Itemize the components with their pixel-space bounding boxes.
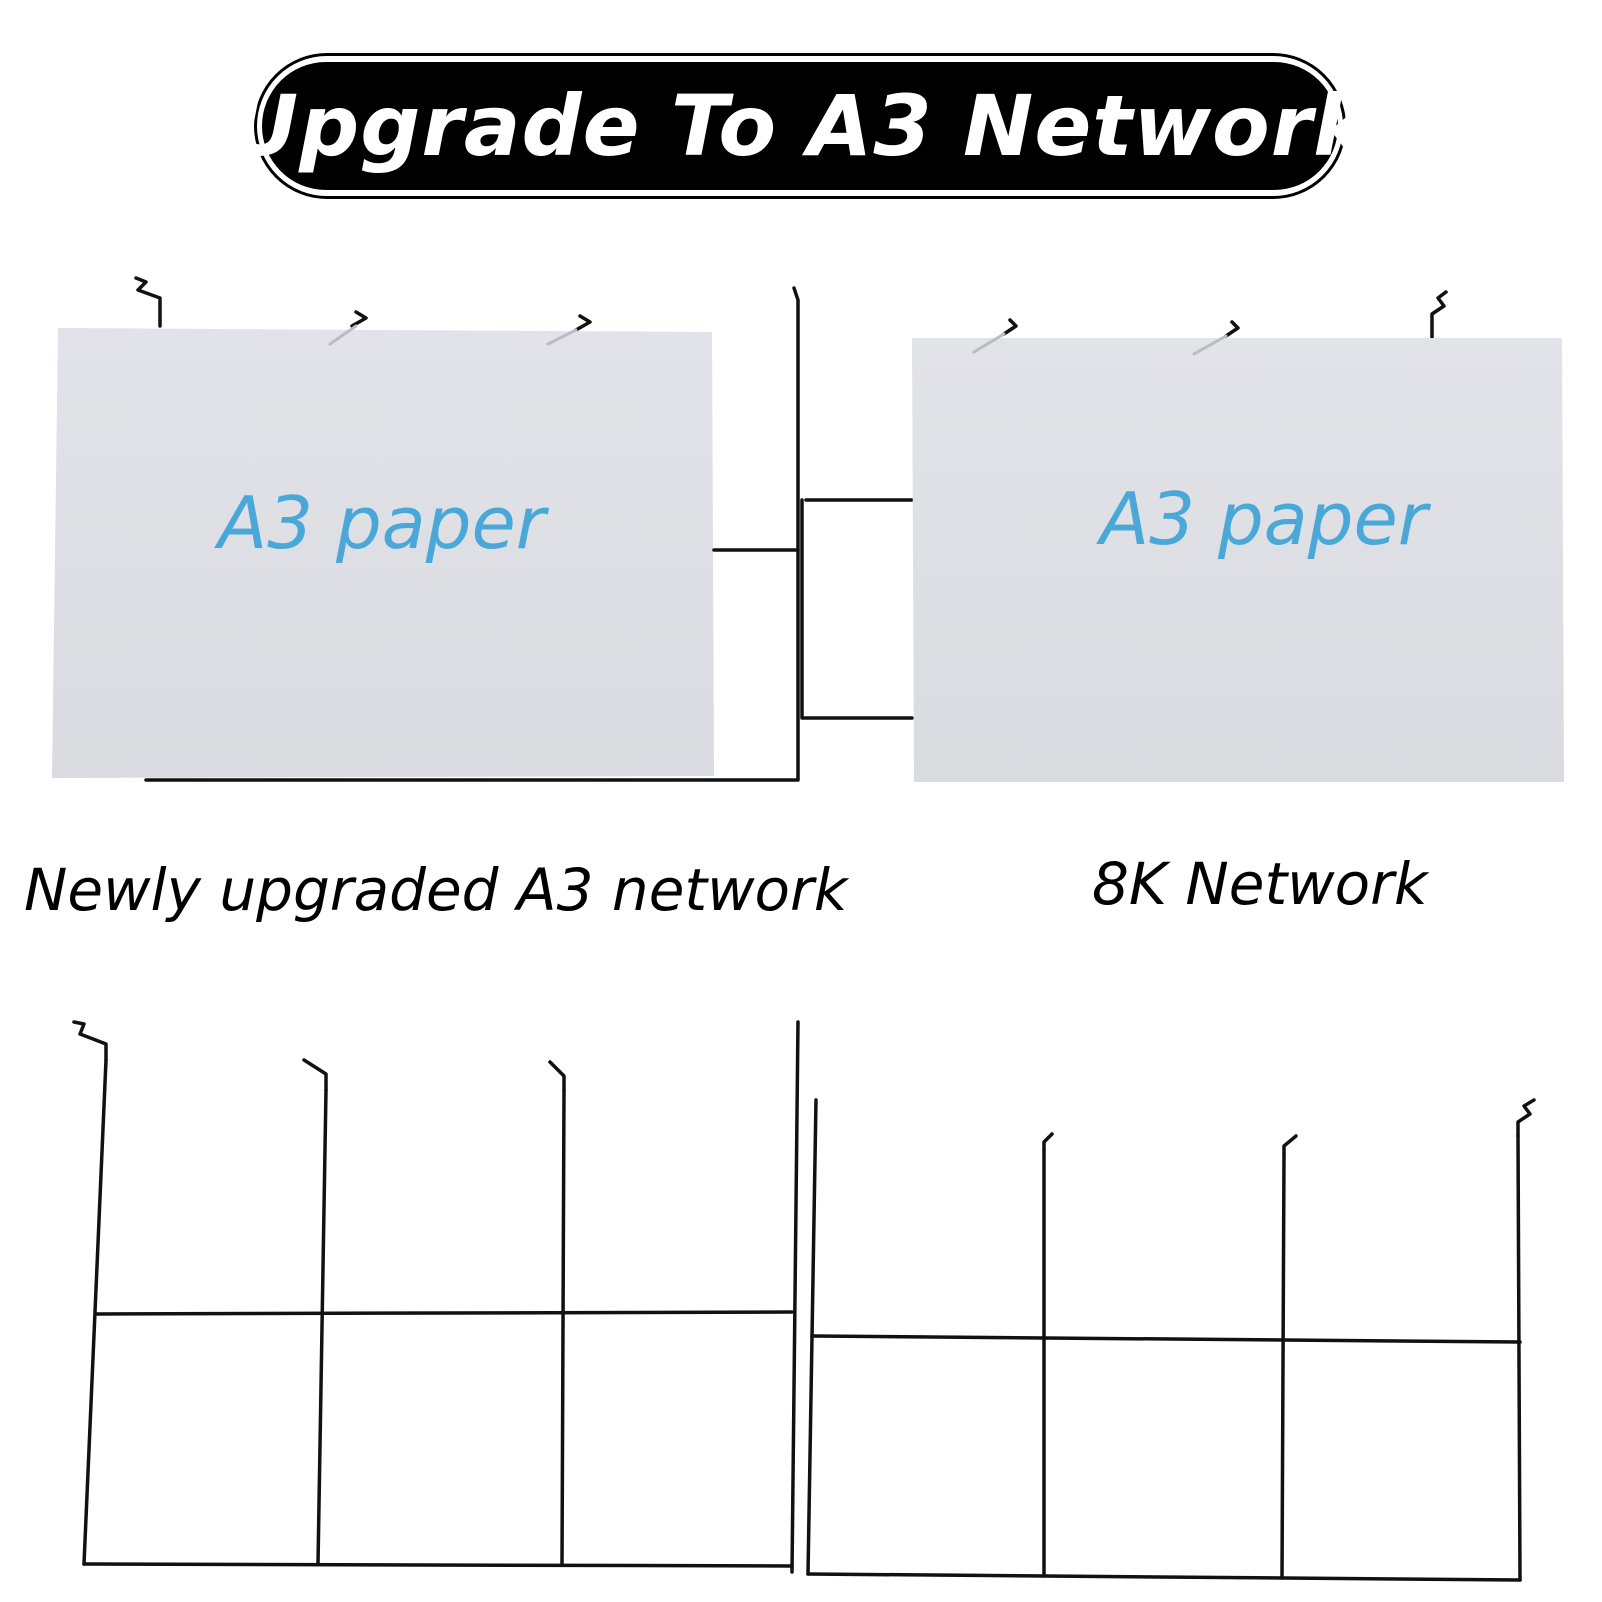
hook-middle: [1224, 320, 1240, 338]
back-post: [790, 1020, 800, 1574]
hook-middle: [1282, 1134, 1298, 1156]
cross-wire: [810, 1334, 1522, 1344]
a3-network-with-paper: [52, 276, 800, 782]
hook-left: [72, 1020, 108, 1062]
bottom-wire: [806, 1572, 1522, 1582]
a3-wire-network: [72, 1020, 800, 1574]
right-post: [560, 1088, 566, 1566]
hook-right: [1516, 1098, 1536, 1138]
right-post: [1516, 1134, 1522, 1582]
hook-right: [548, 1060, 566, 1092]
hook-left: [1042, 1132, 1054, 1152]
middle-post: [316, 1088, 328, 1566]
hook-right: [574, 314, 592, 332]
hook-left: [134, 276, 162, 328]
hook-middle: [350, 310, 368, 328]
bottom-wire: [82, 1562, 794, 1568]
bottom-wire: [144, 286, 800, 782]
hook-left: [1002, 318, 1018, 336]
banner-title: Upgrade To A3 Network: [229, 77, 1371, 175]
left-post: [82, 1058, 108, 1566]
title-banner: Upgrade To A3 Network: [230, 62, 1369, 190]
caption-a3-network: Newly upgraded A3 network: [24, 856, 848, 924]
cross-wire: [94, 1310, 794, 1316]
8k-wire-network: [806, 1098, 1536, 1582]
paper-label-right: A3 paper: [1096, 477, 1432, 561]
8k-network-with-paper: [800, 290, 1564, 782]
middle-post: [1280, 1152, 1286, 1580]
paper-sheet: [912, 338, 1564, 782]
hook-middle: [302, 1058, 328, 1092]
paper-sheet: [52, 328, 714, 778]
caption-8k-network: 8K Network: [1092, 850, 1428, 918]
hook-right: [1430, 290, 1448, 340]
paper-label-left: A3 paper: [214, 481, 550, 565]
